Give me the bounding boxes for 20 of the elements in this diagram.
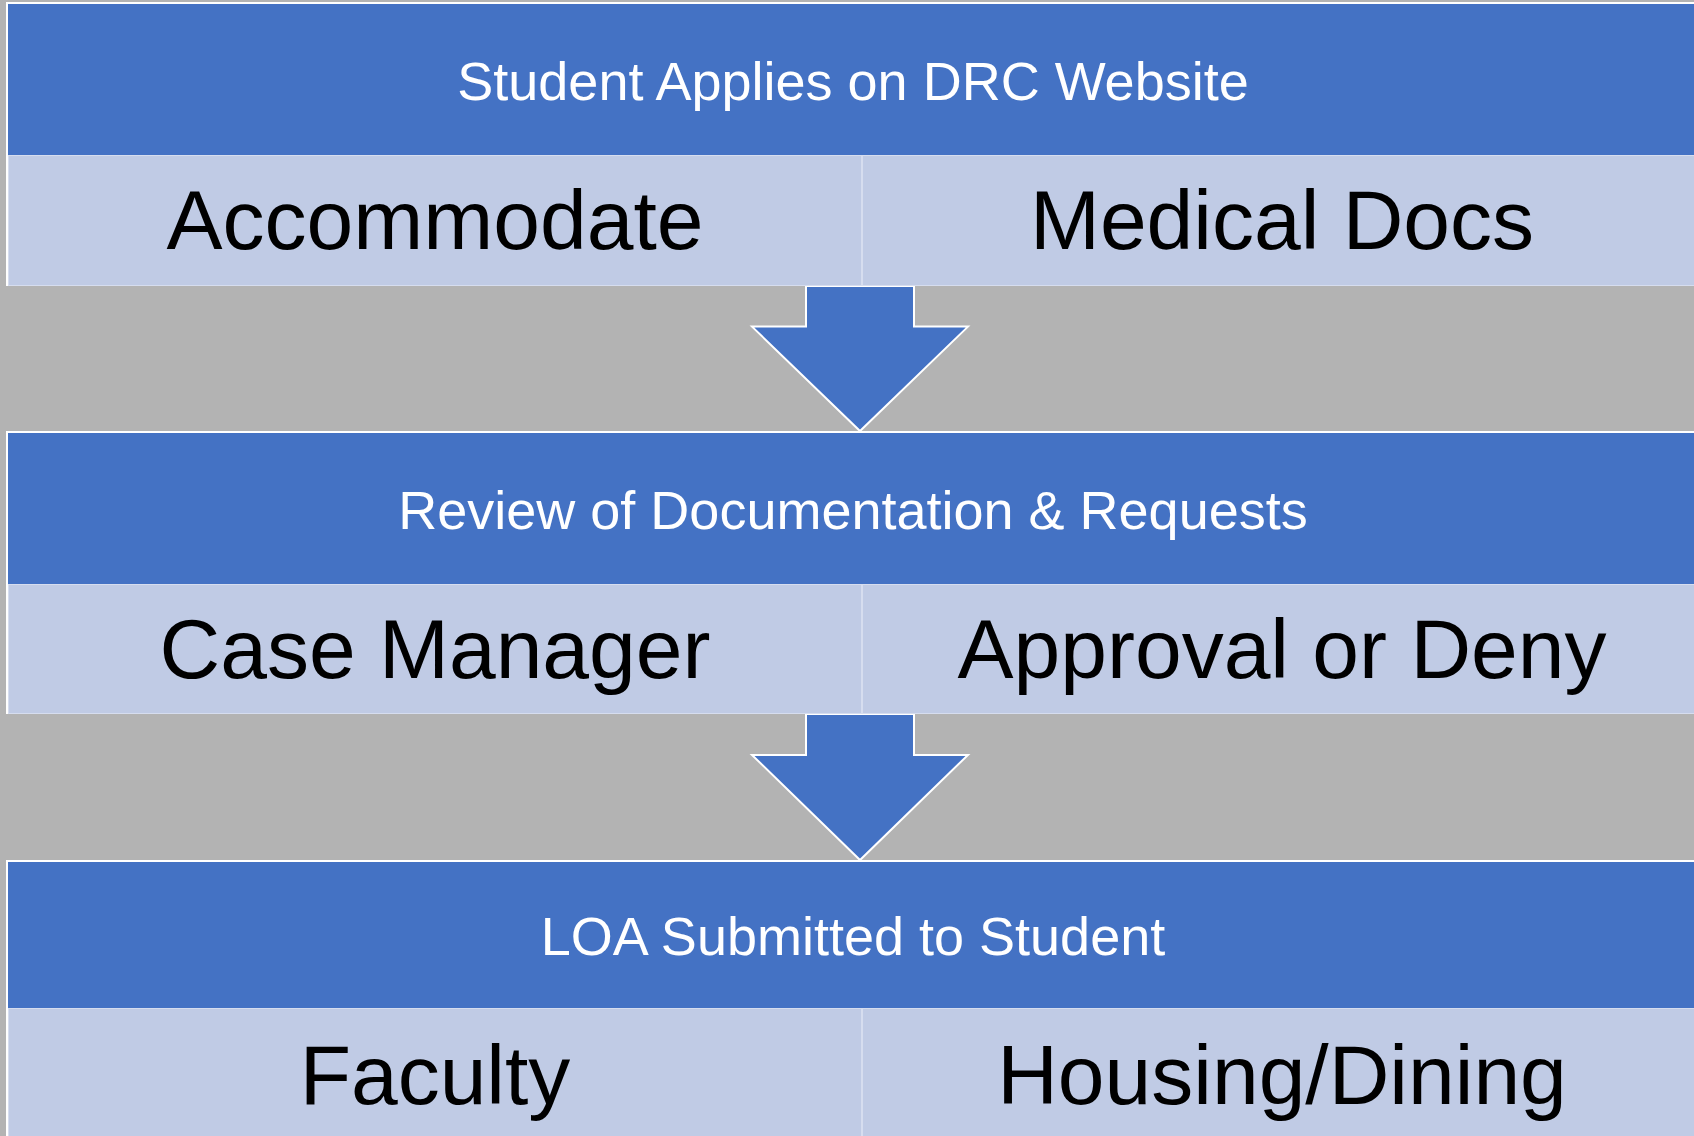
- process-band: [6, 2, 1694, 286]
- cell-text: Case Manager: [159, 600, 711, 698]
- block-arrow: [749, 285, 971, 433]
- band-title: Review of Documentation & Requests: [398, 478, 1308, 541]
- block-arrow: [749, 713, 971, 862]
- detail-cell: [862, 1008, 1694, 1136]
- process-band: [6, 431, 1694, 714]
- detail-cell: [8, 1008, 862, 1136]
- detail-cell: [862, 155, 1694, 286]
- cell-text: Accommodate: [166, 172, 704, 269]
- cell-text: Housing/Dining: [997, 1026, 1567, 1124]
- detail-cell: [862, 584, 1694, 714]
- cell-text: Faculty: [299, 1026, 571, 1124]
- band-title: LOA Submitted to Student: [540, 905, 1166, 967]
- process-band: [6, 860, 1694, 1136]
- detail-cell: [8, 155, 862, 286]
- cell-text: Approval or Deny: [957, 600, 1607, 698]
- cell-text: Medical Docs: [1029, 172, 1535, 269]
- detail-cell: [8, 584, 862, 714]
- band-title: Student Applies on DRC Website: [457, 49, 1249, 112]
